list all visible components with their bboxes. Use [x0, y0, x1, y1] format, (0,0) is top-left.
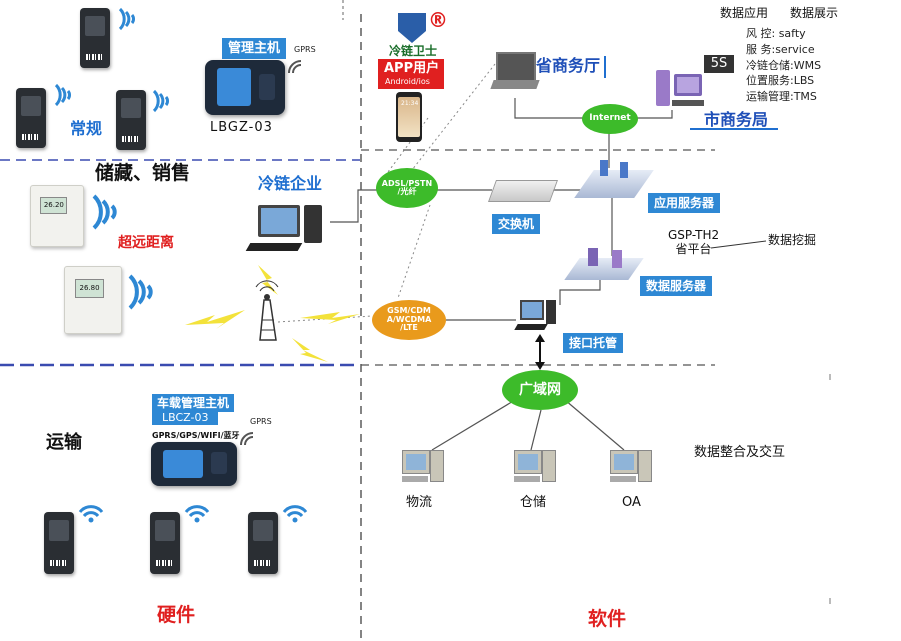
host-signal-icon	[288, 60, 302, 74]
lightning-right-2	[300, 312, 360, 324]
internet-node: Internet	[582, 104, 638, 134]
lightning-right	[292, 338, 328, 362]
wifi-icon	[118, 7, 135, 31]
lightning-left-1	[185, 310, 245, 329]
platform-label: GSP-TH2 省平台	[668, 228, 720, 257]
client-label-oa: OA	[622, 495, 641, 510]
apps-heading-right: 数据展示	[790, 6, 839, 20]
data-server-label: 数据服务器	[640, 276, 713, 296]
registered-mark: ®	[428, 8, 448, 32]
sensor-device-1	[80, 8, 110, 68]
transport-device-1	[44, 512, 74, 574]
province-label: 省商务厅	[536, 56, 601, 75]
signal-tower-icon	[255, 280, 279, 341]
wifi-icon	[152, 89, 169, 113]
transport-device-2	[150, 512, 180, 574]
apps-item-service: 服 务:service	[746, 43, 815, 56]
app-user-label: APP用户	[384, 61, 440, 76]
integration-label: 数据整合及交互	[694, 445, 786, 460]
enterprise-pc-icon	[245, 205, 328, 255]
software-label: 软件	[588, 608, 627, 630]
wan-node: 广域网	[502, 370, 578, 410]
apps-item-wms: 冷链仓储:WMS	[746, 59, 822, 72]
adsl-node: ADSL/PSTN /光纤	[376, 168, 438, 208]
line-province-internet	[514, 98, 583, 119]
host-title: 管理主机	[222, 38, 287, 59]
switch-label: 交换机	[492, 214, 541, 234]
apps-item-tms: 运输管理:TMS	[746, 90, 817, 103]
app-brand: 冷链卫士	[389, 44, 438, 58]
wifi-icon	[54, 83, 71, 107]
client-label-logistics: 物流	[406, 495, 433, 510]
laptop-icon	[490, 52, 540, 92]
lightning-top	[258, 265, 278, 295]
client-label-storage: 仓储	[520, 495, 547, 510]
apps-item-risk: 风 控: safty	[746, 27, 806, 40]
switch-icon	[487, 180, 559, 202]
host-model: LBGZ-03	[210, 120, 273, 135]
hardware-label: 硬件	[157, 604, 196, 626]
line-enterprise-adsl	[330, 189, 378, 223]
wifi-icon	[92, 194, 117, 230]
line-internet-city	[636, 110, 673, 119]
client-pc-icon-logistics	[402, 450, 444, 490]
app-user-box: APP用户 Android/ios	[378, 59, 444, 89]
apps-item-lbs: 位置服务:LBS	[746, 74, 815, 87]
apps-heading-left: 数据应用	[720, 6, 769, 20]
interface-pc-icon	[514, 300, 556, 334]
storage-sales-label: 储藏、销售	[95, 162, 191, 184]
sensor-device-2	[16, 88, 46, 148]
vehicle-host-title: 车载管理主机	[152, 394, 235, 412]
client-pc-icon-oa	[610, 450, 652, 490]
vehicle-signal-icon	[240, 432, 254, 446]
line-tower-gsm	[277, 315, 373, 323]
app-os-label: Android/ios	[385, 77, 430, 86]
five-s-badge: 5S	[704, 55, 734, 73]
temp-meter-1: 26.20	[30, 185, 84, 247]
data-mining-label: 数据挖掘	[768, 233, 817, 247]
host-device	[205, 60, 285, 115]
vehicle-host-device	[151, 442, 237, 486]
app-server-label: 应用服务器	[648, 193, 721, 213]
vehicle-protocols: GPRS/GPS/WIFI/蓝牙	[152, 431, 240, 440]
phone-icon: 21:34	[396, 92, 422, 142]
sensor-device-3	[116, 90, 146, 150]
enterprise-label: 冷链企业	[258, 174, 323, 193]
transport-label: 运输	[46, 432, 82, 453]
client-pc-icon-storage	[514, 450, 556, 490]
transport-device-3	[248, 512, 278, 574]
wifi-icon	[184, 505, 210, 523]
city-pc-icon	[656, 70, 706, 110]
temp-meter-2: 26.80	[64, 266, 122, 334]
city-label: 市商务局	[704, 110, 769, 129]
phone-time: 21:34	[401, 100, 419, 107]
gsm-node: GSM/CDM A/WCDMA /LTE	[372, 300, 446, 340]
vehicle-host-model: LBCZ-03	[152, 410, 219, 425]
normal-label: 常规	[70, 119, 103, 138]
host-gprs: GPRS	[294, 45, 316, 54]
long-range-label: 超远距离	[118, 235, 174, 251]
wifi-icon	[282, 505, 308, 523]
interface-label: 接口托管	[563, 333, 624, 353]
wifi-icon	[128, 274, 153, 310]
vehicle-gprs: GPRS	[250, 417, 272, 426]
wifi-icon	[78, 505, 104, 523]
line-dataserver-interface	[559, 278, 601, 305]
